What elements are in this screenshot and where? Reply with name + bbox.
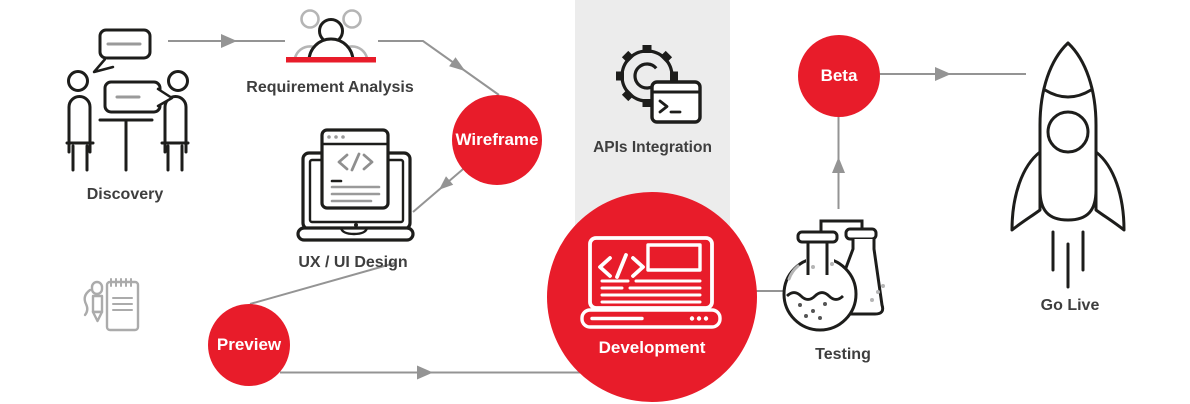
- team-icon: [286, 9, 376, 63]
- arrow-requirement-to-wireframe: [378, 40, 500, 96]
- notepad-pen-icon: [83, 278, 140, 332]
- beta-label: Beta: [820, 66, 858, 85]
- arrowhead-downright-icon: [449, 57, 466, 72]
- arrowhead-right-icon: [935, 67, 951, 81]
- preview-label: Preview: [216, 335, 282, 354]
- preview-node: Preview: [208, 304, 290, 386]
- testing-label: Testing: [815, 346, 871, 363]
- arrowhead-downleft-icon: [439, 176, 454, 190]
- rocket-icon: [1010, 41, 1126, 289]
- lab-flasks-icon: [782, 219, 885, 332]
- development-node: [547, 192, 757, 402]
- arrowhead-right-icon: [221, 34, 237, 48]
- ux-ui-design-label: UX / UI Design: [298, 254, 408, 271]
- arrowhead-up-icon: [832, 157, 845, 173]
- apis-integration-label: APIs Integration: [593, 139, 712, 156]
- wireframe-node: Wireframe: [452, 95, 542, 185]
- wireframe-label: Wireframe: [455, 130, 539, 149]
- people-meeting-icon: [65, 28, 190, 172]
- go-live-label: Go Live: [1040, 297, 1100, 314]
- arrowhead-right-icon: [417, 365, 433, 380]
- laptop-code-icon: [296, 128, 415, 242]
- development-label: Development: [598, 338, 706, 357]
- line-uxui-to-preview: [249, 262, 396, 305]
- requirement-analysis-label: Requirement Analysis: [246, 79, 414, 96]
- red-underline: [286, 57, 376, 63]
- discovery-label: Discovery: [86, 186, 164, 203]
- laptop-code-icon: [580, 236, 722, 329]
- beta-node: Beta: [798, 35, 880, 117]
- gear-terminal-icon: [616, 45, 702, 124]
